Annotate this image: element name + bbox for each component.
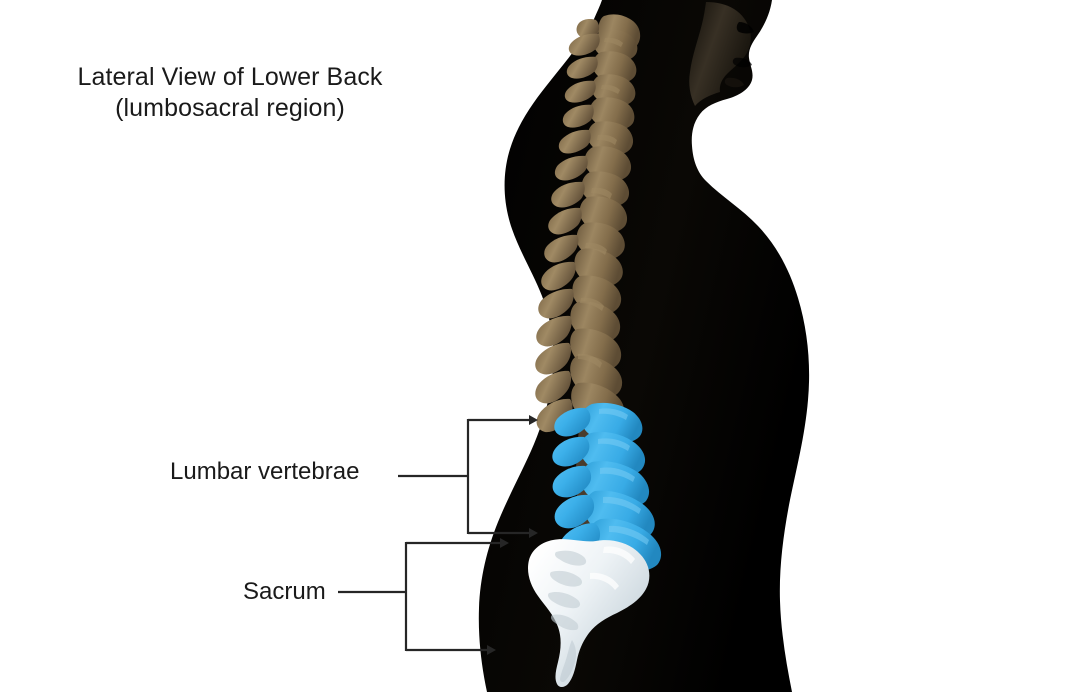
thoracic-cervical-vertebrae	[535, 14, 641, 433]
callout-label-lumbar-vertebrae: Lumbar vertebrae	[170, 458, 360, 485]
sacrum-coccyx	[528, 539, 650, 687]
sacrum-arrow-top-head	[500, 538, 509, 548]
figure-title: Lateral View of Lower Back (lumbosacral …	[77, 63, 383, 122]
callout-label-sacrum: Sacrum	[243, 578, 326, 605]
callout-lumbar-lines	[398, 415, 538, 538]
lumbar-arrow-top-head	[529, 415, 538, 425]
callout-sacrum-lines	[338, 538, 509, 655]
lumbar-arrow-bottom-head	[529, 528, 538, 538]
callout-lines	[338, 415, 538, 655]
face-profile	[689, 2, 754, 106]
sacrum-arrow-bottom-head	[487, 645, 496, 655]
